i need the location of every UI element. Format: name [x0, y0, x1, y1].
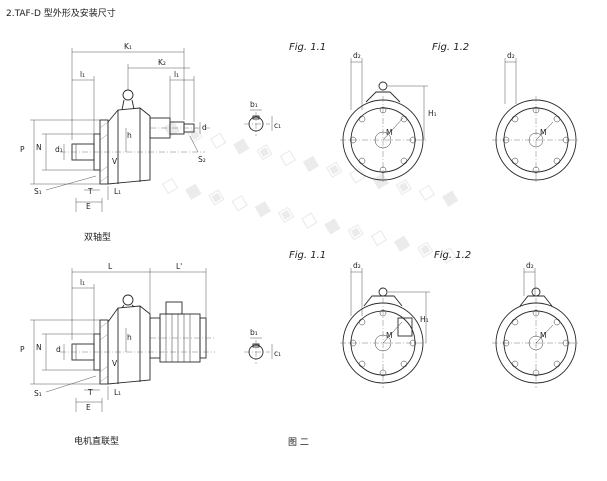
dim-K1: K₁	[124, 42, 132, 51]
dim-h: h	[127, 131, 132, 140]
dim-H1-bottom: H₁	[420, 315, 429, 324]
dim-E-bottom: E	[86, 403, 91, 412]
fig12-bottom-view: d₂ M	[492, 261, 580, 388]
dim-d-bottom: d	[56, 345, 61, 354]
dim-M-fig11-top: M	[386, 128, 392, 137]
caption-figure: 图 二	[288, 437, 309, 448]
dim-L1-bottom: L₁	[114, 388, 121, 397]
dim-S1-bottom: S₁	[34, 389, 42, 398]
dim-M-fig12-bottom: M	[540, 331, 546, 340]
dim-h-bottom: h	[127, 333, 132, 342]
caption-motor-direct: 电机直联型	[74, 435, 119, 447]
dim-E: E	[86, 202, 91, 211]
dim-M-fig11-bottom: M	[386, 331, 392, 340]
fig11-bottom-view: d₂ H₁ M	[340, 261, 430, 388]
motor-direct-dimensions: L L' l₁ P N d h V S₁ T E	[20, 262, 207, 412]
dim-K2: K₂	[158, 58, 166, 67]
page-title: 2.TAF-D 型外形及安装尺寸	[6, 7, 116, 19]
dim-T-bottom: T	[87, 388, 93, 397]
dim-V: V	[112, 157, 118, 166]
caption-double-shaft: 双轴型	[84, 231, 111, 243]
dim-V-bottom: V	[112, 359, 118, 368]
dim-d-right: d	[202, 123, 207, 132]
fig12-top-view: d₂ M	[492, 51, 580, 184]
dim-d2-fig11-bottom: d₂	[353, 261, 361, 270]
dim-b1-top: b₁	[250, 100, 258, 109]
dim-P-bottom: P	[20, 345, 25, 354]
dim-L1: L₁	[114, 187, 121, 196]
double-shaft-drawing	[60, 89, 210, 185]
dim-L: L	[108, 262, 113, 271]
dim-Lp: L'	[176, 262, 182, 271]
dim-d2-fig12-top: d₂	[507, 51, 515, 60]
shaft-key-section-top: b₁ c₁	[244, 100, 281, 136]
dim-T: T	[87, 187, 93, 196]
watermark: ◆ ◈ ◇ ◆ ◈ ◇ ◆ ◈ ◇ ◆ ◈ ◇ ◆ ◇ ◆ ◈ ◇ ◆ ◈ ◇ …	[159, 114, 462, 269]
fig11-bottom-label: Fig. 1.1	[289, 250, 326, 261]
dim-d2-fig12-bottom: d₂	[526, 261, 534, 270]
dim-S1: S₁	[34, 187, 42, 196]
fig12-top-label: Fig. 1.2	[432, 42, 469, 53]
motor-direct-drawing	[60, 294, 215, 385]
dim-P: P	[20, 145, 25, 154]
dim-c1-bottom: c₁	[274, 349, 281, 358]
dim-M-fig12-top: M	[540, 128, 546, 137]
dim-l1-top: l₁	[174, 70, 179, 79]
dim-c1-top: c₁	[274, 121, 281, 130]
fig12-bottom-label: Fig. 1.2	[434, 250, 471, 261]
shaft-key-section-bottom: b₁ c₁	[244, 328, 281, 364]
dim-d1: d₁	[55, 145, 63, 154]
dim-l1-bottom: l₁	[80, 278, 85, 287]
fig11-top-view: d₂ H₁ M	[340, 51, 437, 184]
dim-H1-top: H₁	[428, 109, 437, 118]
dim-S2: S₂	[198, 155, 206, 164]
fig11-top-label: Fig. 1.1	[289, 42, 326, 53]
double-shaft-dimensions: K₁ K₂ l₁ l₁ P N d₁ d h V	[20, 42, 207, 212]
dim-N-bottom: N	[36, 343, 42, 352]
dim-N: N	[36, 143, 42, 152]
dim-d2-fig11-top: d₂	[353, 51, 361, 60]
dim-l1-left: l₁	[80, 70, 85, 79]
dim-b1-bottom: b₁	[250, 328, 258, 337]
